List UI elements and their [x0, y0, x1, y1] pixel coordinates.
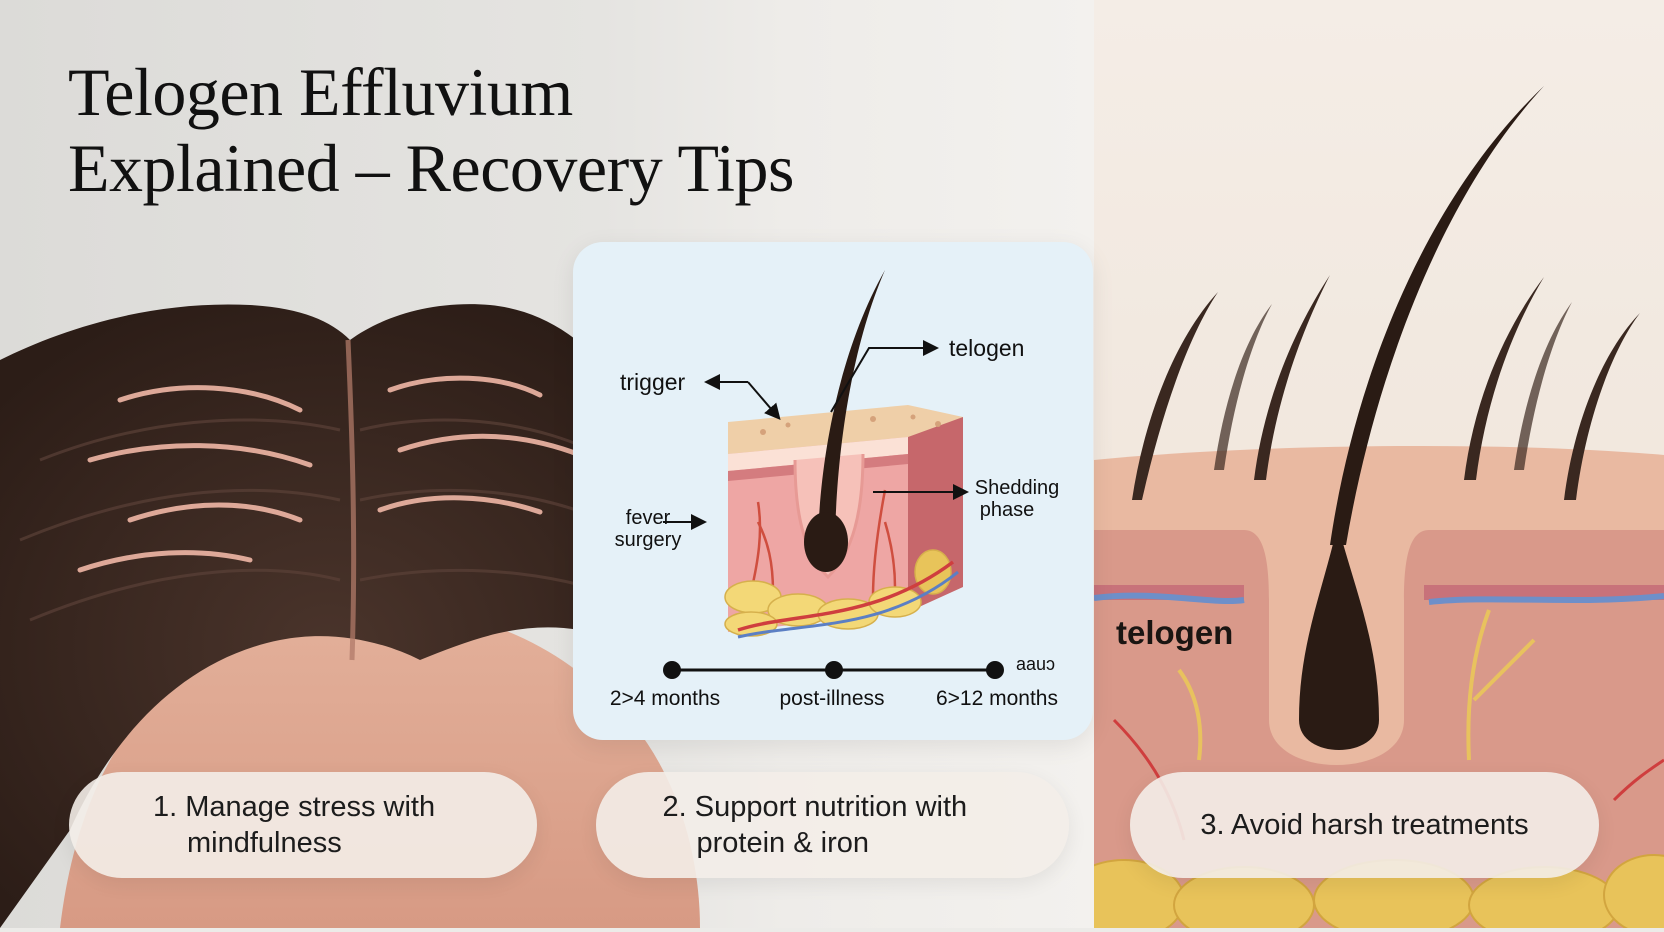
label-surgery: surgery	[615, 529, 682, 551]
timeline-dot-start	[663, 661, 681, 679]
label-fever: fever	[626, 507, 671, 529]
title-line-2: Explained – Recovery Tips	[68, 130, 795, 206]
label-shedding: Shedding	[975, 477, 1060, 499]
tip-card-2: 2. Support nutrition with protein & iron	[596, 772, 1069, 878]
skin-block-top	[728, 405, 963, 454]
label-phase: phase	[980, 499, 1035, 521]
tip-2-line-1: 2. Support nutrition with	[662, 791, 968, 823]
follicle-diagram: trigger telogen fever surgery Shedding p…	[610, 270, 1060, 710]
hair-bulb	[804, 512, 848, 572]
tip-2-line-2: protein & iron	[696, 827, 870, 859]
hair-cycle-diagram-card: trigger telogen fever surgery Shedding p…	[573, 242, 1093, 740]
telogen-label: telogen	[1116, 614, 1234, 651]
tip-1-line-2: mindfulness	[187, 827, 342, 859]
label-trigger: trigger	[620, 369, 686, 395]
tip-card-3: 3. Avoid harsh treatments	[1130, 772, 1599, 878]
tip-1-line-1: 1. Manage stress with	[153, 791, 436, 823]
timeline-corner-label: aauɔ	[1016, 654, 1055, 674]
hair-shaft	[818, 270, 885, 550]
page-title: Telogen Effluvium Explained – Recovery T…	[68, 54, 868, 206]
timeline-start-label: 2>4 months	[610, 687, 720, 710]
tip-2-text: 2. Support nutrition with protein & iron	[663, 789, 1003, 861]
tip-1-text: 1. Manage stress with mindfulness	[153, 789, 453, 861]
title-line-1: Telogen Effluvium	[68, 54, 573, 130]
tip-card-1: 1. Manage stress with mindfulness	[69, 772, 537, 878]
label-telogen: telogen	[949, 335, 1024, 361]
timeline-dot-middle	[825, 661, 843, 679]
timeline-end-label: 6>12 months	[936, 687, 1058, 710]
tip-3-text: 3. Avoid harsh treatments	[1200, 809, 1529, 841]
timeline-middle-label: post-illness	[779, 687, 884, 710]
timeline-dot-end	[986, 661, 1004, 679]
